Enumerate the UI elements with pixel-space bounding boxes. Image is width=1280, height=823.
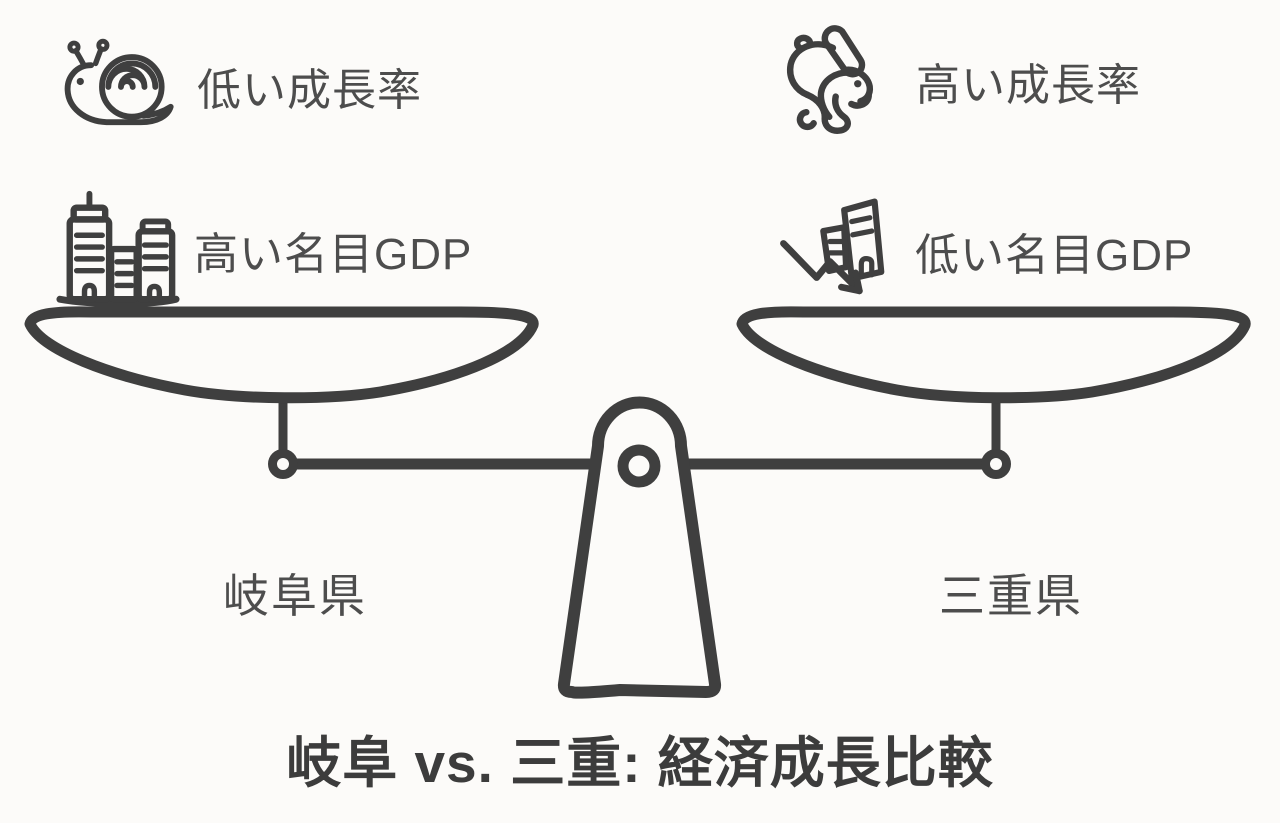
right-beam-joint [981,449,1011,479]
left-gdp-feature: 高い名目GDP [48,186,472,314]
left-pan [24,306,539,404]
left-pan-label: 岐阜県 [223,570,367,622]
right-growth-feature: 高い成長率 [776,20,1141,142]
right-pan-label: 三重県 [939,570,1083,622]
right-pan [736,306,1251,404]
scale-pivot [617,444,661,488]
balance-scale [24,306,1251,699]
left-growth-feature: 低い成長率 [55,30,422,142]
city-buildings-icon [48,186,186,314]
scale-pedestal [557,396,722,699]
right-gdp-label: 低い名目GDP [915,231,1194,280]
right-growth-label: 高い成長率 [916,61,1141,110]
snail-icon [55,33,177,139]
declining-building-icon [772,187,905,315]
left-beam-joint [268,449,298,479]
left-gdp-label: 高い名目GDP [194,230,473,279]
main-title: 岐阜 vs. 三重: 経済成長比較 [286,732,994,794]
left-growth-label: 低い成長率 [197,66,422,115]
rabbit-icon [776,22,900,140]
right-gdp-feature: 低い名目GDP [772,186,1193,316]
